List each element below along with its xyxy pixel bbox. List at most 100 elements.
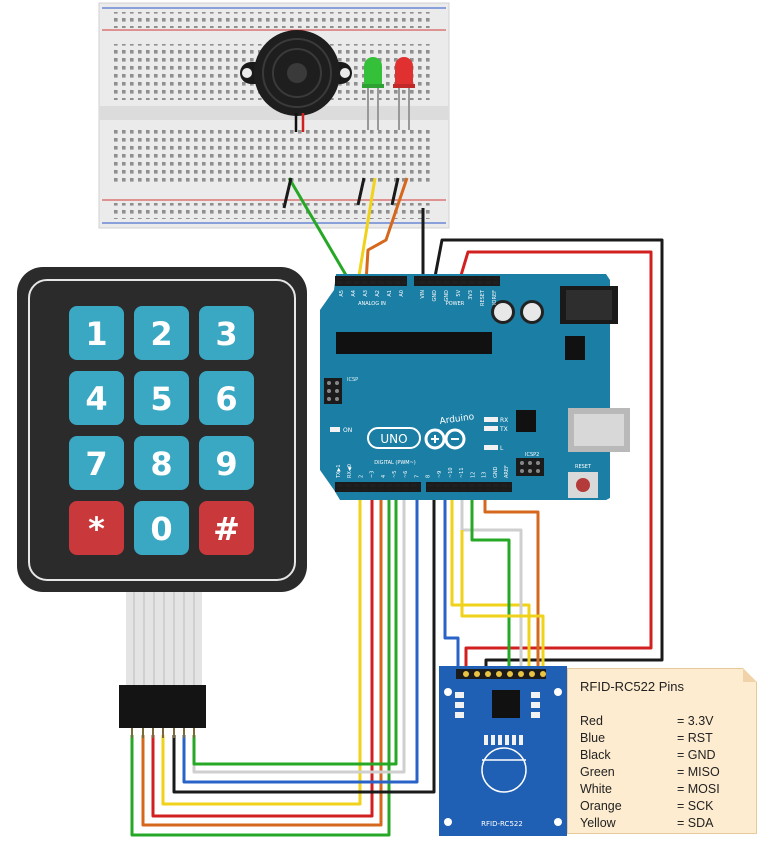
led-red-icon: [393, 57, 415, 130]
legend-color-name: Blue: [580, 731, 606, 745]
keypad-key-label: 3: [215, 315, 237, 353]
pin-label: IOREF: [492, 290, 498, 305]
wires: [130, 177, 664, 837]
keypad-key-5[interactable]: 5: [134, 371, 189, 425]
keypad-key-7[interactable]: 7: [69, 436, 124, 490]
keypad-key-2[interactable]: 2: [134, 306, 189, 360]
keypad-key-8[interactable]: 8: [134, 436, 189, 490]
wire-black-led1: [356, 177, 366, 206]
pin-label: GND: [432, 290, 438, 302]
legend-color-name: Black: [580, 748, 611, 762]
keypad-key-0[interactable]: 0: [134, 501, 189, 555]
wire-red-key: [151, 490, 374, 818]
legend-pin: = SCK: [677, 799, 714, 813]
rfid-chip: [492, 690, 520, 718]
wire-white-mosi: [460, 490, 523, 672]
wire-black-led2: [390, 177, 400, 206]
pin-label: A3: [363, 290, 369, 297]
keypad-key-label: 4: [85, 380, 107, 418]
wire-yellow-key: [161, 490, 362, 806]
pin-label: A1: [387, 290, 393, 297]
wire-green-buzzer: [287, 177, 352, 283]
pin-label: ~10: [448, 467, 454, 478]
on-label: ON: [343, 427, 352, 434]
pin-label: A0: [399, 290, 405, 297]
pin-label: 3V3: [468, 290, 474, 300]
power-label: POWER: [446, 301, 465, 307]
legend-pin: = 3.3V: [677, 714, 714, 728]
legend-color-name: Yellow: [580, 816, 616, 830]
wire-black-gnd-rfid: [432, 238, 664, 672]
legend-title: RFID-RC522 Pins: [580, 679, 685, 694]
keypad-key-label: 0: [150, 510, 172, 548]
keypad-key-3[interactable]: 3: [199, 306, 254, 360]
note-fold: [743, 668, 757, 682]
keypad-key-6[interactable]: 6: [199, 371, 254, 425]
pin-label: ~6: [403, 471, 409, 478]
reset-label: RESET: [575, 464, 592, 470]
buzzer-icon: [240, 30, 352, 132]
pin-label: 2: [358, 475, 364, 478]
wire-yellow-led: [356, 177, 377, 283]
legend-color-name: Red: [580, 714, 603, 728]
keypad-key-star[interactable]: *: [69, 501, 124, 555]
arduino-brand: Arduino: [439, 412, 475, 427]
arduino-logo-icon: [424, 428, 466, 450]
pin-label: ~11: [459, 467, 465, 478]
legend-color-name: White: [580, 782, 612, 796]
pin-label: 4: [381, 475, 387, 478]
keypad-key-label: 6: [215, 380, 237, 418]
keypad-key-4[interactable]: 4: [69, 371, 124, 425]
rfid-board-label: RFID-RC522: [481, 820, 523, 828]
wire-orange-led: [364, 177, 409, 283]
analog-label: ANALOG IN: [358, 301, 386, 307]
legend-pin: = GND: [677, 748, 716, 762]
wire-red-3v3: [457, 250, 653, 672]
pin-label: VIN: [420, 290, 426, 299]
pin-label: ~5: [392, 471, 398, 478]
legend-pin: = MOSI: [677, 782, 720, 796]
rfid-pin-legend: RFID-RC522 Pins Red = 3.3V Blue = RST Blac…: [567, 668, 757, 834]
atmega-chip: [336, 332, 492, 354]
wire-green-key: [130, 490, 391, 837]
wire-black-buzzer: [282, 177, 293, 209]
uno-label: UNO: [380, 432, 407, 446]
wire-blue-key: [182, 490, 419, 784]
keypad-key-label: #: [213, 510, 240, 548]
keypad-key-label: 8: [150, 445, 172, 483]
keypad-key-label: 7: [85, 445, 107, 483]
icsp2-label: ICSP2: [525, 452, 539, 458]
pin-label: 5V: [456, 289, 462, 296]
pin-label: TX▶1: [336, 464, 342, 479]
legend-pin: = SDA: [677, 816, 714, 830]
rfid-rc522: RFID-RC522: [439, 666, 567, 836]
icsp2-header: [516, 458, 544, 476]
wire-green-miso: [470, 490, 511, 672]
wire-black-key: [172, 490, 436, 794]
arduino-uno: ICSP RX TX L ON UNO Arduino ICSP2 RESET: [320, 274, 630, 500]
tx-label: TX: [499, 426, 508, 433]
digital-label: DIGITAL (PWM~): [374, 460, 416, 466]
wire-blue-rst: [443, 490, 460, 672]
legend-pin: = MISO: [677, 765, 720, 779]
keypad-key-hash[interactable]: #: [199, 501, 254, 555]
keypad-key-label: 1: [85, 315, 107, 353]
legend-color-name: Green: [580, 765, 615, 779]
legend-pin: = RST: [677, 731, 713, 745]
keypad-key-9[interactable]: 9: [199, 436, 254, 490]
pin-label: ~9: [437, 471, 443, 478]
keypad-key-label: 5: [150, 380, 172, 418]
pin-label: GND: [444, 290, 450, 302]
legend-color-name: Orange: [580, 799, 622, 813]
wire-yellow2: [460, 530, 545, 672]
wire-orange-key: [141, 490, 383, 827]
pin-label: 7: [414, 475, 420, 478]
keypad-key-label: 2: [150, 315, 172, 353]
keypad-key-label: *: [88, 510, 105, 548]
pin-label: 13: [482, 472, 488, 478]
rx-label: RX: [500, 417, 508, 424]
pin-label: RX◀0: [347, 464, 353, 478]
keypad-key-1[interactable]: 1: [69, 306, 124, 360]
